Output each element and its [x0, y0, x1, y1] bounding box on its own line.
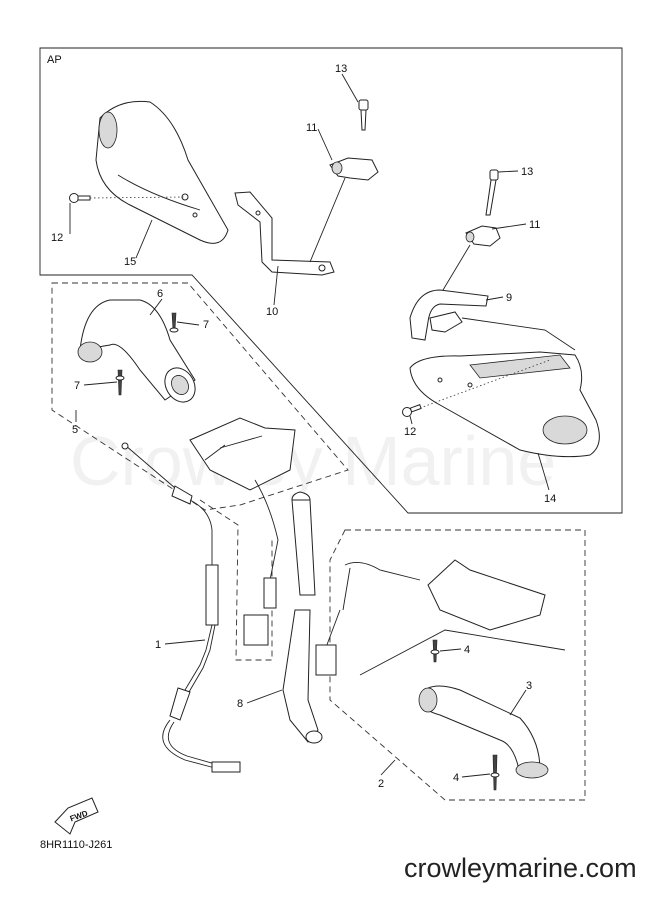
callout-15: 15: [124, 256, 136, 268]
ap-frame: [39, 47, 623, 514]
part-3-intake-tube: [418, 685, 549, 779]
callout-1: 1: [155, 639, 161, 651]
plate-upper: [189, 417, 296, 491]
site-link[interactable]: crowleymarine.com: [404, 853, 637, 883]
part-14-cover: [409, 351, 600, 458]
callout-4-upper: 4: [464, 644, 470, 656]
harness-connector-right: [315, 609, 341, 676]
group-2-boundary: [329, 529, 586, 801]
callout-14: 14: [544, 493, 556, 505]
harness-connector-left: [243, 479, 279, 646]
callout-12-left: 12: [51, 232, 63, 244]
plate-lower: [342, 559, 546, 631]
callout-4-lower: 4: [453, 772, 459, 784]
part-4-rivet-upper: [430, 639, 440, 663]
fwd-arrow-icon: FWD: [54, 797, 99, 835]
callout-11-upper: 11: [306, 122, 317, 134]
callout-7-upper: 7: [203, 319, 209, 331]
callout-5: 5: [72, 424, 78, 436]
part-12-screw-right: [402, 404, 422, 417]
part-10-bracket: [234, 191, 335, 276]
watermark-text: Crowley Marine: [70, 422, 556, 500]
callout-8: 8: [237, 698, 243, 710]
part-15-cover: [95, 100, 229, 244]
part-11-clamp-upper: [329, 157, 379, 181]
callout-3: 3: [526, 680, 532, 692]
callout-6: 6: [157, 288, 163, 300]
part-13-bolt-right: [485, 169, 499, 216]
callout-2: 2: [378, 778, 384, 790]
callout-13-right: 13: [521, 166, 533, 178]
callout-9: 9: [506, 292, 512, 304]
frame-label: AP: [47, 54, 62, 66]
callout-7-lower: 7: [74, 380, 80, 392]
part-12-screw-left: [69, 193, 91, 203]
part-6-intake-tube: [77, 299, 196, 403]
leader-lines: [69, 73, 550, 778]
group-harness-boundary: [199, 499, 273, 661]
part-13-bolt-upper: [358, 99, 369, 131]
part-7-rivet-upper: [169, 312, 179, 333]
part-8-hose: [282, 491, 323, 744]
group-5-boundary: [51, 282, 349, 511]
callout-13-upper: 13: [335, 63, 347, 75]
part-4-rivet-lower: [490, 754, 500, 791]
callout-11-right: 11: [529, 219, 540, 231]
part-1-cable: [121, 442, 241, 773]
part-9-bracket: [409, 289, 489, 341]
callout-12-right: 12: [404, 426, 416, 438]
part-11-clamp-right: [465, 225, 501, 247]
part-7-rivet-lower: [115, 369, 125, 396]
callout-10: 10: [266, 306, 278, 318]
diagram-code: 8HR1110-J261: [40, 839, 113, 851]
